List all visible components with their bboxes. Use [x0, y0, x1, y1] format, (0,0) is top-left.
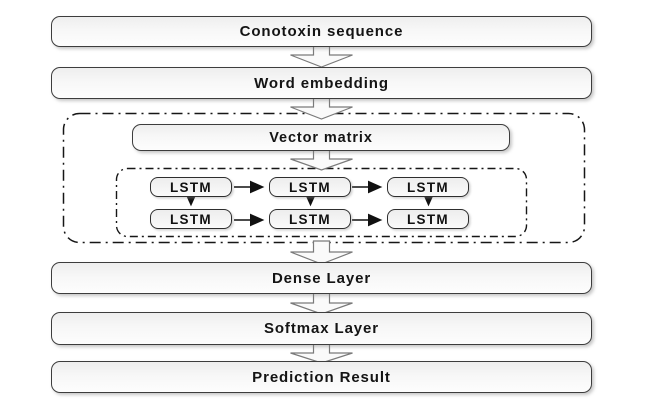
- node-vector-matrix: Vector matrix: [132, 124, 510, 151]
- block-arrow-down-icon: [290, 240, 353, 265]
- lstm-cell: LSTM: [269, 177, 351, 197]
- node-word-embedding: Word embedding: [51, 67, 592, 99]
- block-arrow-down-icon: [290, 149, 353, 171]
- lstm-cell: LSTM: [387, 177, 469, 197]
- node-dense-layer: Dense Layer: [51, 262, 592, 294]
- node-conotoxin-sequence: Conotoxin sequence: [51, 16, 592, 47]
- lstm-cell: LSTM: [150, 209, 232, 229]
- lstm-cell: LSTM: [269, 209, 351, 229]
- node-softmax-layer: Softmax Layer: [51, 312, 592, 345]
- lstm-cell: LSTM: [150, 177, 232, 197]
- block-arrow-down-icon: [290, 292, 353, 315]
- block-arrow-down-icon: [290, 343, 353, 364]
- lstm-cell: LSTM: [387, 209, 469, 229]
- block-arrow-down-icon: [290, 45, 353, 68]
- block-arrow-down-icon: [290, 95, 353, 120]
- node-prediction-result: Prediction Result: [51, 361, 592, 393]
